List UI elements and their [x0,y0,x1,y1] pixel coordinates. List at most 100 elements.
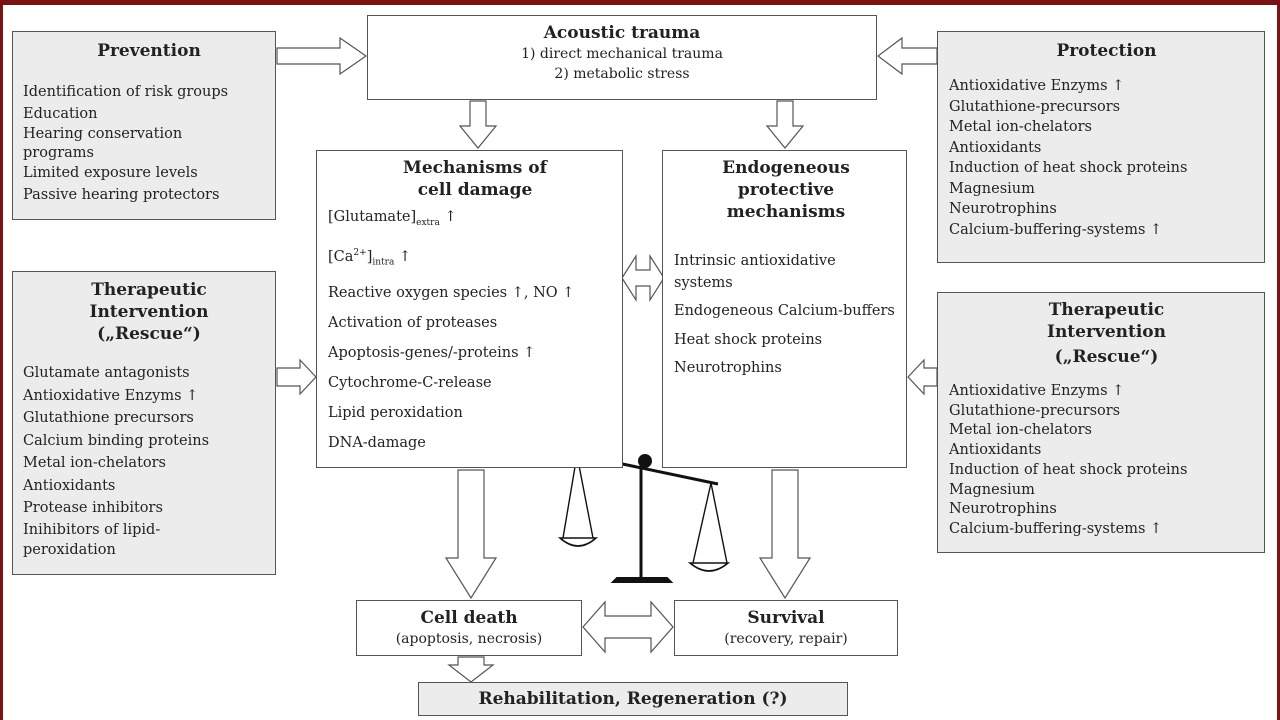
list-item: Induction of heat shock proteins [949,461,1188,478]
list-item: Hearing conservation [23,126,183,142]
list-item: Neurotrophins [949,501,1057,518]
list-item-glutamate: [Glutamate]extra ↑ [328,207,622,234]
list-item: Antioxidative Enzyms ↑ [23,387,199,404]
list-item: Antioxidants [949,442,1042,459]
protection-box: Protection Antioxidative Enzyms ↑ Glutat… [937,31,1265,263]
arrow-protection-to-trauma [877,36,938,76]
list-item: Induction of heat shock proteins [949,160,1188,176]
list-item: Calcium-buffering-systems ↑ [949,221,1163,238]
therapy-left-title-line-1: Therapeutic [91,280,207,300]
calcium-subscript: intra [372,257,395,268]
rehabilitation-title: Rehabilitation, Regeneration (?) [478,689,788,709]
arrow-mechanisms-to-cell-death [444,469,498,600]
prevention-list: Identification of risk groups Education … [23,82,275,206]
list-item: Calcium-buffering-systems ↑ [949,520,1163,537]
arrow-therapy-right-to-endogenous [907,358,938,396]
list-item: Glutathione precursors [23,410,194,426]
therapy-right-box: Therapeutic Intervention („Rescue“) Anti… [937,292,1265,553]
glutamate-label: [Glutamate] [328,209,417,225]
arrow-trauma-to-endogenous [765,100,805,149]
list-item: Magnesium [949,180,1035,197]
therapy-right-title-line-1: Therapeutic [1048,300,1165,320]
protection-list: Antioxidative Enzyms ↑ Glutathione-precu… [949,76,1264,240]
protection-title: Protection [1056,41,1157,61]
arrow-death-survival-double [582,600,674,654]
slide-frame-left [0,0,3,720]
mechanisms-box: Mechanisms of cell damage [Glutamate]ext… [316,150,623,468]
cell-death-title: Cell death [420,608,518,628]
calcium-superscript: 2+ [353,247,367,258]
endogenous-title-line-3: mechanisms [726,202,846,222]
list-item: Neurotrophins [674,360,782,376]
cell-death-box: Cell death (apoptosis, necrosis) [356,600,582,656]
glutamate-subscript: extra [416,217,440,228]
list-item: Magnesium [949,481,1035,498]
list-item: Identification of risk groups [23,84,229,100]
acoustic-trauma-box: Acoustic trauma 1) direct mechanical tra… [367,15,877,100]
arrow-mechanisms-endogenous-double [621,253,665,303]
arrow-up-icon: ↑ [398,248,412,265]
list-item: peroxidation [23,541,116,558]
arrow-up-icon: ↑ [444,209,457,225]
therapy-left-title-line-2: Intervention [89,302,209,322]
endogenous-title-line-1: Endogeneous [722,158,850,178]
list-item: Cytochrome-C-release [328,374,492,391]
list-item: Lipid peroxidation [328,404,463,421]
acoustic-trauma-line-2: 2) metabolic stress [554,66,690,82]
prevention-title: Prevention [97,41,201,61]
list-item: Education [23,105,98,122]
mechanisms-title-line-2: cell damage [417,180,533,200]
therapy-right-list: Antioxidative Enzyms ↑ Glutathione-precu… [949,382,1264,540]
list-item: Metal ion-chelators [949,422,1093,439]
survival-title: Survival [747,608,825,628]
acoustic-trauma-title: Acoustic trauma [543,23,701,43]
list-item: Intrinsic antioxidative systems [674,253,836,291]
endogenous-title-line-2: protective [737,180,835,200]
list-item: Activation of proteases [328,314,498,331]
arrow-trauma-to-mechanisms [458,100,498,149]
list-item: Inihibitors of lipid- [23,521,161,538]
endogenous-list: Intrinsic antioxidative systems Endogene… [674,251,898,380]
list-item: Metal ion-chelators [949,119,1093,135]
list-item-calcium: [Ca2+]intra ↑ [328,243,622,274]
arrow-prevention-to-trauma [276,36,368,76]
mechanisms-title-line-1: Mechanisms of [403,158,547,178]
list-item: Limited exposure levels [23,165,198,181]
arrow-therapy-left-to-mechanisms [276,358,317,396]
therapy-left-list: Glutamate antagonists Antioxidative Enzy… [23,362,275,560]
endogenous-box: Endogeneous protective mechanisms Intrin… [662,150,907,468]
list-item: DNA-damage [328,434,426,451]
list-item: Calcium binding proteins [23,432,210,449]
list-item: Antioxidative Enzyms ↑ [949,383,1125,399]
list-item: Endogeneous Calcium-buffers [674,303,895,319]
list-item: Protease inhibitors [23,500,163,516]
list-item: Passive hearing protectors [23,186,220,203]
arrow-endogenous-to-survival [758,469,812,600]
therapy-left-box: Therapeutic Intervention („Rescue“) Glut… [12,271,276,575]
mechanisms-list: [Glutamate]extra ↑ [Ca2+]intra ↑ Reactiv… [328,207,622,454]
list-item: Antioxidants [949,139,1042,156]
survival-box: Survival (recovery, repair) [674,600,898,656]
calcium-label: [Ca [328,248,354,265]
list-item: Reactive oxygen species ↑, NO ↑ [328,284,575,301]
balance-scale-icon [557,451,731,583]
list-item: Metal ion-chelators [23,455,167,471]
cell-death-subtitle: (apoptosis, necrosis) [395,631,543,647]
therapy-left-title-line-3: („Rescue“) [97,324,201,344]
list-item: Neurotrophins [949,201,1057,217]
therapy-right-title-line-2: Intervention [1047,322,1166,342]
slide-frame-top [0,0,1280,5]
therapy-right-title-line-3: („Rescue“) [1054,347,1159,367]
slide-frame-right [1277,0,1280,720]
calcium-bracket: ] [366,248,373,265]
acoustic-trauma-line-1: 1) direct mechanical trauma [521,46,723,62]
arrow-death-to-rehab [447,656,495,683]
list-item: Antioxidative Enzyms ↑ [949,78,1125,94]
list-item: Antioxidants [23,477,116,494]
list-item: Glutathione-precursors [949,402,1121,419]
list-item: programs [23,145,94,161]
survival-subtitle: (recovery, repair) [724,631,848,647]
prevention-box: Prevention Identification of risk groups… [12,31,276,220]
rehabilitation-box: Rehabilitation, Regeneration (?) [418,682,848,716]
